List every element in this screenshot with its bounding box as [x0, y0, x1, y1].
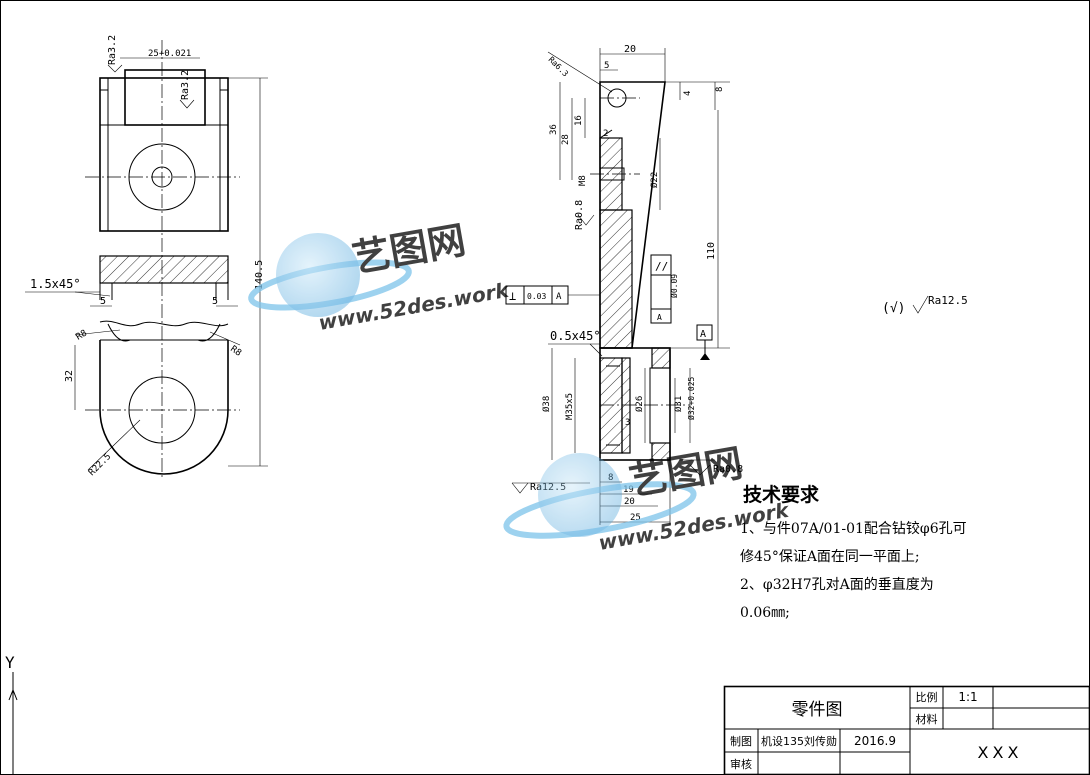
check-label: 审核: [730, 757, 752, 771]
dim-h28: 28: [561, 134, 571, 145]
drawn-by: 机设135刘传勋: [761, 734, 837, 748]
watermark-globe-icon: [276, 233, 360, 317]
drawing-code: XXX: [977, 742, 1023, 762]
title-block: 零件图 比例 1:1 材料 制图 机设135刘传勋 2016.9 审核 XXX: [724, 686, 1090, 775]
svg-text:A: A: [556, 292, 562, 302]
svg-text:⊥: ⊥: [509, 289, 516, 303]
tech-line-2: 修45°保证A面在同一平面上;: [740, 549, 920, 565]
dim-radius: R22.5: [87, 452, 113, 478]
dim-chamfer-main: 0.5x45°: [550, 329, 601, 343]
dim-32: 32: [64, 370, 75, 382]
datum-a-label: A: [700, 329, 706, 340]
dim-h110: 110: [706, 242, 717, 260]
dim-w3: 3: [625, 418, 630, 428]
svg-text:Ø0.09: Ø0.09: [669, 274, 679, 298]
watermark-globe-icon-2: [538, 453, 622, 537]
part-name: 零件图: [791, 700, 843, 720]
dim-b25: 25: [630, 513, 641, 523]
dim-h8: 8: [715, 87, 725, 92]
parallel-tolerance-frame: // Ø0.09 A: [650, 254, 679, 324]
general-surface-finish: (√) Ra12.5: [882, 294, 968, 316]
drawn-date: 2016.9: [854, 733, 896, 748]
watermark-brand: 艺图网: [349, 218, 469, 281]
roughness-left-1: Ra3.2: [107, 35, 118, 65]
left-top-body: [99, 77, 229, 232]
left-section: [99, 255, 229, 284]
tech-line-1: 1、与件07A/01-01配合钻铰φ6孔可: [740, 521, 967, 537]
main-view: 20 5 4 8 Ra6.3 36 28 16 2 M8 Ø22 110 Ra0…: [505, 44, 743, 525]
tech-line-4: 0.06㎜;: [740, 605, 790, 621]
arm-section: [599, 209, 633, 349]
dim-slot-left: 5: [100, 296, 106, 307]
dim-top-20: 20: [624, 44, 636, 55]
dim-d22: Ø22: [649, 172, 660, 188]
dim-thread: M35x5: [565, 393, 575, 420]
watermark: 艺图网 www.52des.work 艺图网 www.52des.work: [248, 218, 792, 555]
dim-d38: Ø38: [541, 396, 552, 412]
dim-h4: 4: [683, 91, 693, 96]
svg-text:0.03: 0.03: [527, 292, 546, 301]
dim-w2: 2: [603, 129, 608, 139]
svg-text:Ra12.5: Ra12.5: [928, 294, 968, 307]
roughness-main-2: Ra0.8: [574, 200, 585, 230]
dim-bore: Ø32+0.025: [686, 376, 696, 420]
svg-text://: //: [655, 260, 668, 273]
scale-label: 比例: [915, 691, 938, 704]
dim-b20: 20: [624, 497, 635, 507]
roughness-main-4: Ra0.8: [713, 464, 743, 475]
left-lower-body: [99, 340, 229, 475]
dim-width-tol: 25+0.021: [148, 49, 191, 59]
svg-text:A: A: [657, 313, 662, 322]
dim-top-5: 5: [604, 61, 609, 71]
dim-height: 140.5: [254, 260, 265, 290]
dim-h36: 36: [549, 124, 559, 135]
axis-indicator: Y: [5, 653, 18, 775]
dim-r-right: R8: [228, 344, 243, 358]
drawn-label: 制图: [730, 734, 752, 748]
roughness-left-2: Ra3.2: [180, 70, 191, 100]
tech-line-3: 2、φ32H7孔对A面的垂直度为: [740, 577, 934, 593]
dim-m8: M8: [578, 175, 588, 186]
material-label: 材料: [915, 712, 938, 726]
left-view: 25+0.021 Ra3.2 Ra3.2 140.5 1.5x45° 5 5 R…: [25, 35, 268, 480]
dim-h16: 16: [574, 115, 584, 126]
dim-chamfer-left: 1.5x45°: [30, 277, 81, 291]
dim-d31: Ø31: [673, 396, 684, 412]
tech-heading: 技术要求: [743, 484, 820, 506]
perp-tolerance-frame: ⊥ 0.03 A: [505, 285, 600, 305]
scale-value: 1:1: [958, 690, 978, 704]
svg-text:(√): (√): [882, 301, 905, 316]
watermark-brand-2: 艺图网: [626, 441, 746, 504]
axis-label-y: Y: [5, 653, 15, 672]
dim-r-left: R8: [75, 329, 89, 343]
dim-b19: 19: [623, 485, 634, 495]
dim-slot-right: 5: [212, 296, 218, 307]
dim-d26: Ø26: [634, 396, 645, 412]
technical-requirements: 技术要求 1、与件07A/01-01配合钻铰φ6孔可 修45°保证A面在同一平面…: [740, 480, 1000, 627]
